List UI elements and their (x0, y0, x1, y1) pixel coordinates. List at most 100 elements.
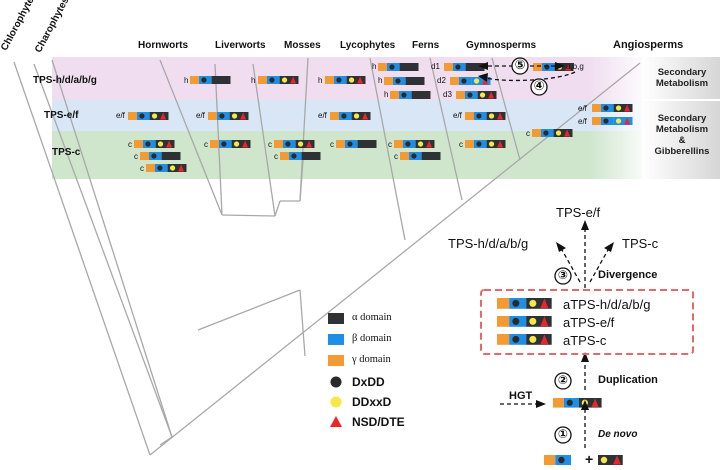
clade-liverworts: Liverworts (215, 40, 266, 51)
gene-glyph (384, 77, 425, 85)
nsd-dte-motif (540, 298, 549, 309)
nsd-dte-motif (240, 112, 247, 120)
gene-glyph (140, 152, 181, 160)
row-label-tps-h: TPS-h/d/a/b/g (33, 75, 97, 86)
dxdd-motif (467, 92, 473, 98)
tag-ef-lycophytes: e/f (318, 111, 327, 120)
ddxxd-motif (297, 141, 304, 147)
gene-glyph (400, 152, 441, 160)
legend-symbols (328, 313, 344, 427)
ddxxd-motif (555, 130, 562, 136)
nsd-dte-motif (624, 117, 631, 125)
tag-h-mosses: h (251, 76, 256, 85)
ddxxd-motif (281, 77, 288, 83)
box-line-3: aTPS-c (563, 333, 607, 348)
gene-glyph (465, 112, 506, 120)
nsd-dte-motif (166, 140, 173, 148)
legend-dxdd: DxDD (352, 375, 385, 389)
step-circles (511, 57, 572, 444)
tag-h-hornworts: h (184, 76, 189, 85)
ddxxd-motif (488, 113, 495, 119)
tag-c-horn-1: c (128, 140, 132, 149)
ddxxd-motif (169, 165, 176, 171)
transfer-arrows (478, 62, 576, 82)
nsd-dte-motif (540, 316, 549, 327)
ddxxd-motif (417, 141, 424, 147)
gene-glyph (444, 63, 485, 71)
nsd-dte-motif (306, 140, 313, 148)
tag-d2: d2 (437, 76, 446, 85)
ddxxd-motif (353, 113, 360, 119)
tag-ef-angio-1: e/f (578, 104, 587, 113)
lineage-chlorophytes: Chlorophytes (0, 0, 40, 53)
tag-c-liver: c (204, 140, 208, 149)
dxdd-motif (512, 317, 520, 325)
tag-ef-gymnosperms: e/f (453, 111, 462, 120)
tag-h-lycophytes: h (318, 76, 323, 85)
nsd-dte-motif (160, 112, 167, 120)
ddxxd-motif (473, 78, 480, 84)
dxdd-motif (512, 299, 520, 307)
gene-glyph (210, 140, 251, 148)
clade-hornworts: Hornworts (138, 40, 188, 51)
tag-ef-liverworts: e/f (196, 111, 205, 120)
gene-glyph (394, 140, 435, 148)
gene-glyph (134, 140, 175, 148)
nsd-dte-motif (357, 76, 364, 84)
dxdd-motif (219, 113, 225, 119)
gene-glyph (497, 334, 552, 345)
dxdd-motif (145, 141, 151, 147)
clade-gymnosperms: Gymnosperms (466, 40, 537, 51)
gene-glyph (274, 140, 315, 148)
tag-c-moss-1: c (268, 140, 272, 149)
dxdd-motif (543, 130, 549, 136)
step-2-number: ② (557, 373, 569, 387)
box-line-1: aTPS-h/d/a/b/g (563, 297, 651, 312)
side-panel (642, 57, 720, 179)
dxdd-motif (405, 141, 411, 147)
dxdd-motif (476, 113, 482, 119)
evolution-arrows (500, 220, 614, 448)
gene-glyph (190, 76, 231, 84)
step-3-number: ③ (557, 268, 569, 282)
gene-glyph (592, 117, 633, 125)
row-label-tps-ef: TPS-e/f (44, 110, 79, 121)
dxdd-motif (201, 77, 207, 83)
clade-mosses: Mosses (284, 40, 321, 51)
ddxxd-motif (488, 141, 495, 147)
gene-glyph (450, 77, 491, 85)
tag-c-horn-2: c (134, 152, 138, 161)
dxdd-motif (566, 399, 573, 406)
ddxxd-motif (615, 105, 622, 111)
dxdd-motif (347, 141, 353, 147)
step-1-number: ① (557, 427, 569, 441)
clade-lycophytes: Lycophytes (340, 40, 396, 51)
nsd-dte-motif (540, 334, 549, 345)
tag-d3: d3 (443, 90, 452, 99)
tag-c-lyco: c (330, 140, 334, 149)
gene-glyph (378, 63, 419, 71)
ddxxd-motif (348, 77, 355, 83)
gene-glyph (390, 91, 431, 99)
gene-structures (128, 63, 633, 465)
tag-d1: d1 (431, 62, 440, 71)
ancestral-tps-box (480, 289, 694, 355)
dxdd-motif (157, 165, 163, 171)
clade-ferns: Ferns (412, 40, 440, 51)
ddxxd-motif (157, 141, 164, 147)
nsd-dte-motif (565, 63, 572, 71)
tag-abg: a,b,g (566, 62, 584, 71)
result-tps-h: TPS-h/d/a/b/g (448, 236, 529, 251)
gene-glyph (128, 112, 169, 120)
gene-glyph (336, 140, 377, 148)
gene-glyph (465, 140, 506, 148)
box-line-2: aTPS-e/f (563, 315, 615, 330)
gene-glyph (258, 76, 299, 84)
plus-sign: + (585, 451, 594, 467)
legend-ddxxd: DDxxD (352, 395, 392, 409)
lineage-charophytes: Charophytes (33, 0, 72, 55)
arrow-step-5: ⑤ (514, 57, 526, 72)
tag-h-ferns-3: h (384, 90, 389, 99)
